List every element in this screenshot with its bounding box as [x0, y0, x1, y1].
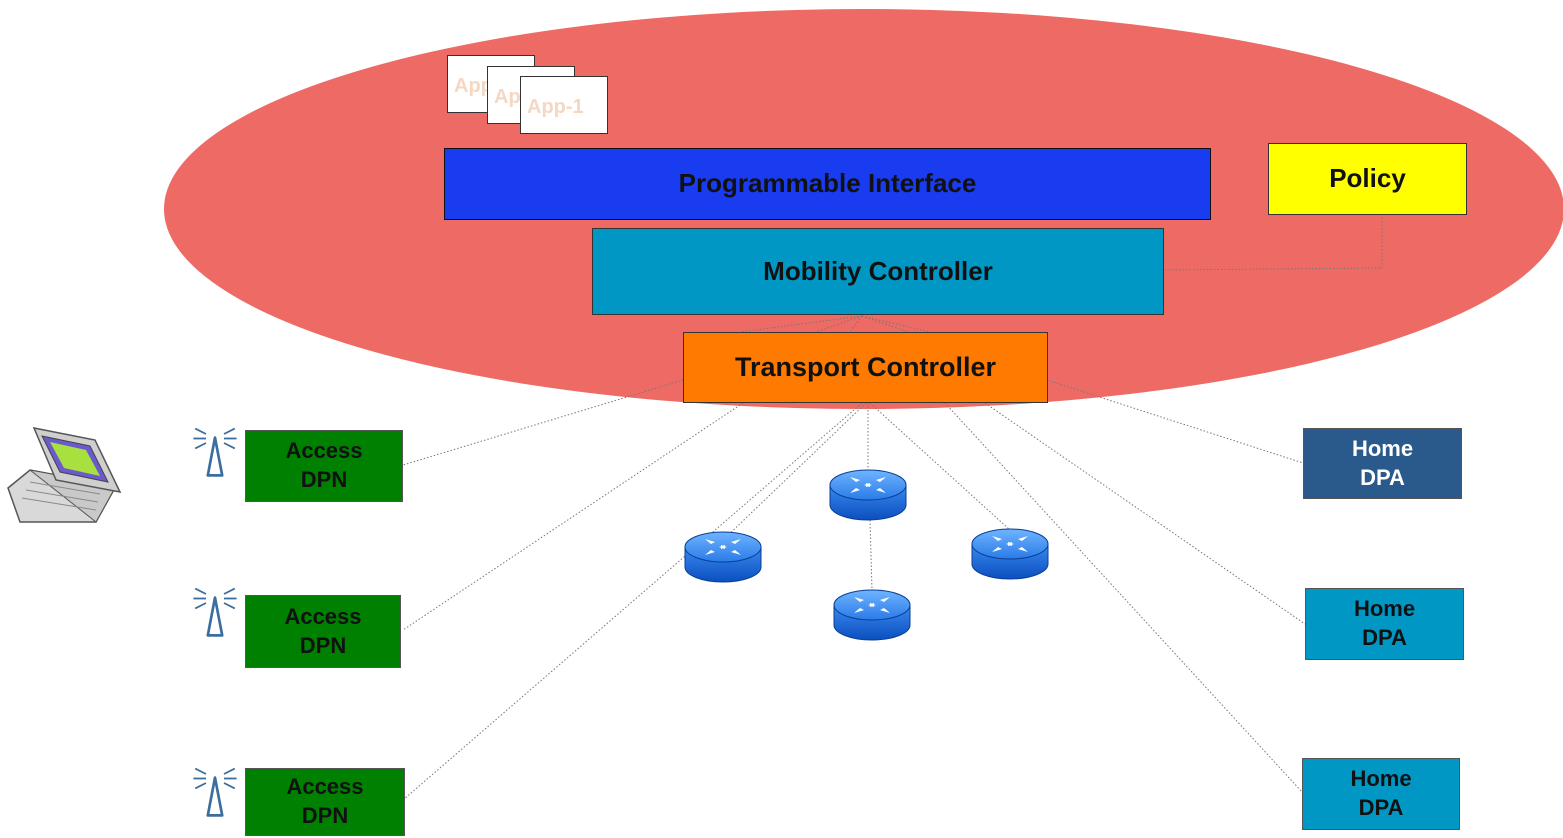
policy-label: Policy	[1329, 163, 1406, 194]
link-home-1	[1046, 379, 1304, 464]
mobility-controller-label: Mobility Controller	[763, 255, 993, 286]
policy-link	[1162, 214, 1383, 271]
home-dpa-label: DPA	[1362, 625, 1407, 650]
access-dpn-label: Access	[284, 603, 362, 629]
access-dpn-label: DPN	[300, 467, 348, 492]
link-access-2	[402, 402, 744, 631]
home-dpa-label: Home	[1353, 596, 1416, 622]
access-dpn-label: Access	[285, 438, 363, 464]
access-dpn-label: DPN	[299, 632, 347, 658]
home-dpa-box: Home DPA	[1305, 588, 1464, 660]
antenna-icon	[192, 587, 238, 637]
access-dpn-box: Access DPN	[245, 595, 401, 668]
app-card: App-1	[520, 76, 608, 134]
laptop-icon	[7, 426, 122, 523]
app-label: App-1	[527, 96, 584, 118]
antenna-icon	[192, 767, 238, 817]
access-dpn-label: Access	[286, 774, 364, 800]
link-home-2	[984, 402, 1306, 625]
router-icon	[971, 528, 1049, 580]
home-dpa-label: Home	[1351, 435, 1414, 461]
access-dpn-box: Access DPN	[245, 430, 403, 502]
antenna-icon	[192, 427, 238, 477]
access-dpn-label: DPN	[301, 803, 349, 828]
transport-controller-box: Transport Controller	[683, 332, 1048, 403]
home-dpa-label: Home	[1350, 766, 1412, 792]
router-icon	[833, 589, 911, 641]
home-dpa-label: DPA	[1360, 464, 1405, 490]
programmable-interface-box: Programmable Interface	[444, 148, 1211, 220]
router-icon	[829, 469, 907, 521]
policy-box: Policy	[1268, 143, 1467, 215]
link-access-3	[402, 402, 863, 801]
home-dpa-label: DPA	[1358, 795, 1404, 820]
link-home-3	[944, 402, 1303, 793]
home-dpa-box: Home DPA	[1302, 758, 1460, 830]
home-dpa-box: Home DPA	[1303, 428, 1462, 499]
router-icon	[684, 531, 762, 583]
mobility-controller-box: Mobility Controller	[592, 228, 1164, 315]
transport-controller-label: Transport Controller	[734, 351, 997, 382]
programmable-interface-label: Programmable Interface	[678, 168, 977, 199]
app-label: App	[454, 75, 493, 97]
access-dpn-box: Access DPN	[245, 768, 405, 836]
